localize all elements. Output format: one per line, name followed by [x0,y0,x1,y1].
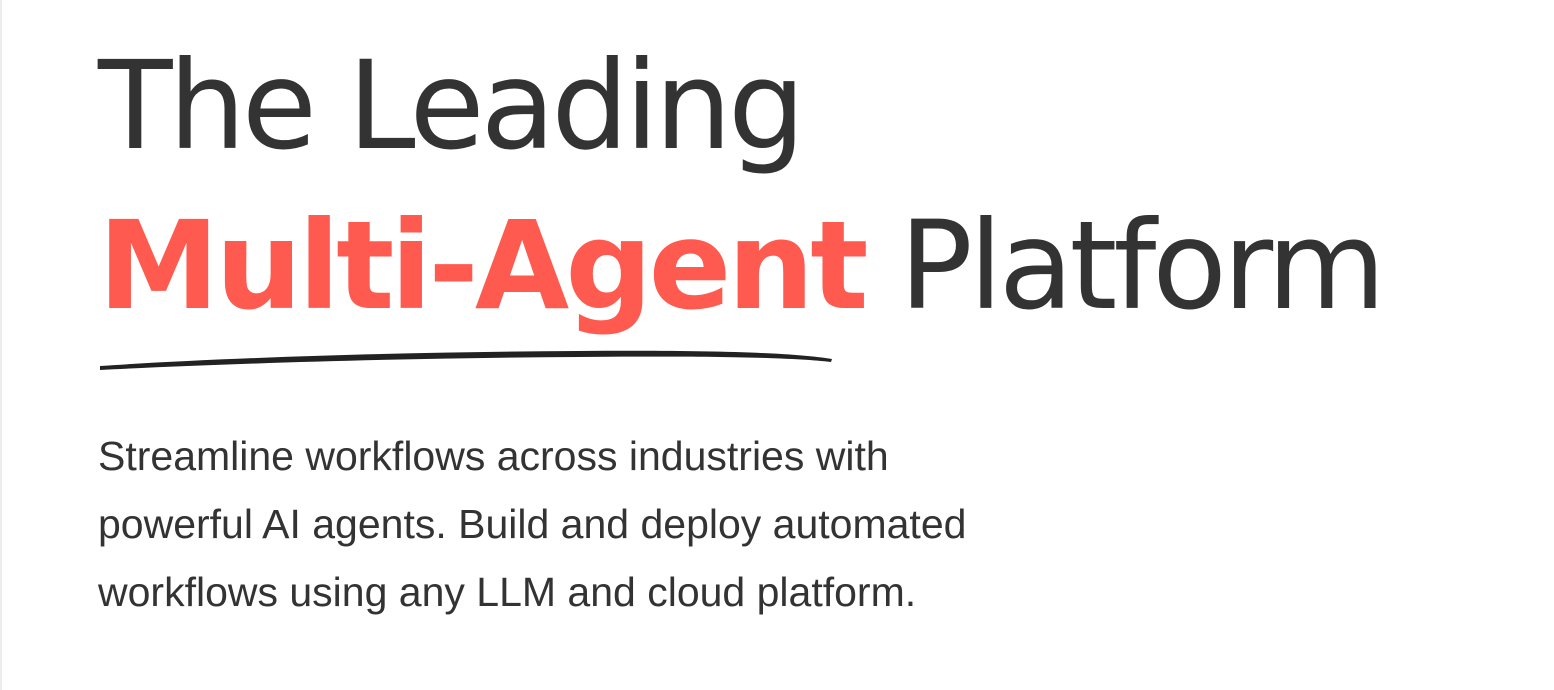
subtitle-line: Streamline workflows across industries w… [98,433,889,479]
hero-section: The Leading Multi-Agent Platform Streaml… [98,0,1538,690]
hero-subtitle: Streamline workflows across industries w… [98,422,1108,626]
headline-line-2: Multi-Agent Platform [98,186,1386,346]
subtitle-line: powerful AI agents. Build and deploy aut… [98,501,967,547]
headline-line-1: The Leading [98,35,805,177]
headline-accent-text: Multi-Agent [98,195,869,337]
brush-underline [100,350,832,370]
subtitle-line: workflows using any LLM and cloud platfo… [98,569,917,615]
headline-rest-text: Platform [864,195,1386,337]
page-left-border [0,0,2,690]
